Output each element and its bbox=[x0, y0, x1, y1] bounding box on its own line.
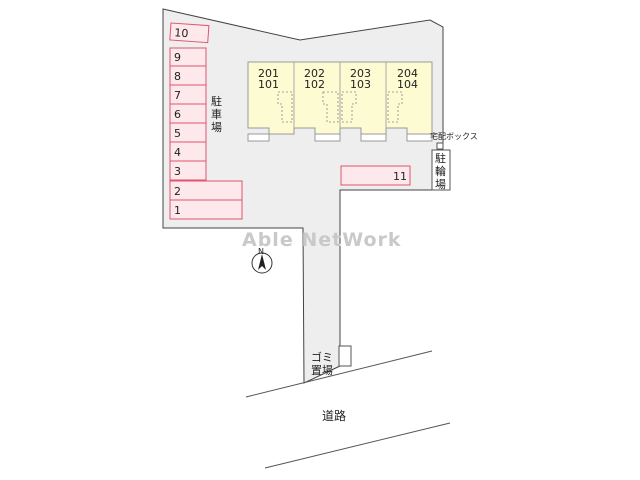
stair-outline bbox=[341, 91, 357, 123]
bicycle-parking-area bbox=[431, 149, 451, 191]
parking-space-label: 1 bbox=[174, 204, 181, 217]
parking-label: 駐 車 場 bbox=[211, 94, 222, 134]
parking-space: 7 bbox=[169, 84, 207, 105]
parking-space-label: 3 bbox=[174, 165, 181, 178]
parking-space: 3 bbox=[169, 160, 207, 181]
parking-space: 2 bbox=[169, 180, 243, 201]
bicycle-parking-label-char: 輪 bbox=[435, 164, 446, 178]
parking-space: 9 bbox=[169, 47, 207, 67]
delivery-box-marker bbox=[436, 142, 444, 150]
watermark: Able NetWork bbox=[242, 229, 402, 251]
parking-space-label: 6 bbox=[174, 108, 181, 121]
stair-outline bbox=[387, 91, 403, 123]
parking-label-char: 場 bbox=[211, 121, 222, 134]
balcony bbox=[314, 133, 341, 142]
parking-label-char: 車 bbox=[211, 107, 222, 121]
parking-space-label: 7 bbox=[174, 89, 181, 102]
road-edge-lower bbox=[264, 422, 451, 469]
garbage-area-label-line1: ゴミ bbox=[311, 350, 333, 364]
north-arrow: N bbox=[251, 247, 273, 274]
parking-space: 1 bbox=[169, 199, 243, 220]
parking-space: 11 bbox=[340, 165, 411, 186]
parking-space: 8 bbox=[169, 65, 207, 86]
delivery-box-label: 宅配ボックス bbox=[430, 131, 478, 141]
parking-space-label: 9 bbox=[174, 51, 181, 64]
unit-number-lower: 104 bbox=[397, 78, 418, 91]
unit-number-upper: 201 bbox=[258, 67, 279, 80]
parking-space: 5 bbox=[169, 122, 207, 143]
garbage-area-label-line2: 置場 bbox=[311, 364, 333, 377]
parking-space: 10 bbox=[169, 22, 210, 44]
parking-space-box bbox=[340, 165, 411, 186]
parking-space-label: 11 bbox=[393, 170, 407, 183]
north-arrow-needle bbox=[258, 254, 266, 270]
parking-space: 4 bbox=[169, 141, 207, 162]
parking-space-box bbox=[169, 199, 243, 220]
parking-spaces: 10 9 8 7 6 5 4 3 bbox=[169, 22, 411, 220]
parking-space-label: 10 bbox=[174, 26, 189, 40]
stair-outline bbox=[277, 91, 293, 123]
parking-space-label: 2 bbox=[174, 185, 181, 198]
parking-label-char: 駐 bbox=[211, 94, 222, 108]
balcony bbox=[247, 133, 270, 142]
unit-number-upper: 204 bbox=[397, 67, 418, 80]
bicycle-parking-label-char: 駐 bbox=[435, 151, 446, 165]
stair-outline bbox=[322, 91, 339, 123]
balcony bbox=[360, 133, 387, 142]
parking-space-label: 8 bbox=[174, 70, 181, 83]
unit-number-upper: 203 bbox=[350, 67, 371, 80]
road-edge-upper bbox=[245, 350, 433, 398]
unit-number-lower: 102 bbox=[304, 78, 325, 91]
bicycle-parking-label: 駐 輪 場 bbox=[435, 151, 446, 191]
north-arrow-label: N bbox=[258, 247, 264, 256]
unit-number-upper: 202 bbox=[304, 67, 325, 80]
parking-space: 6 bbox=[169, 103, 207, 124]
parking-space-box bbox=[169, 22, 210, 44]
bicycle-parking-label-char: 場 bbox=[435, 178, 446, 191]
balcony bbox=[406, 133, 433, 142]
road-label: 道路 bbox=[322, 408, 346, 423]
unit-number-lower: 101 bbox=[258, 78, 279, 91]
parking-space-label: 4 bbox=[174, 146, 181, 159]
garbage-area-box bbox=[338, 345, 352, 367]
apartment-building: 201 202 203 204 101 102 103 104 bbox=[247, 61, 433, 142]
unit-number-lower: 103 bbox=[350, 78, 371, 91]
parking-space-box bbox=[169, 160, 207, 181]
parking-space-label: 5 bbox=[174, 127, 181, 140]
